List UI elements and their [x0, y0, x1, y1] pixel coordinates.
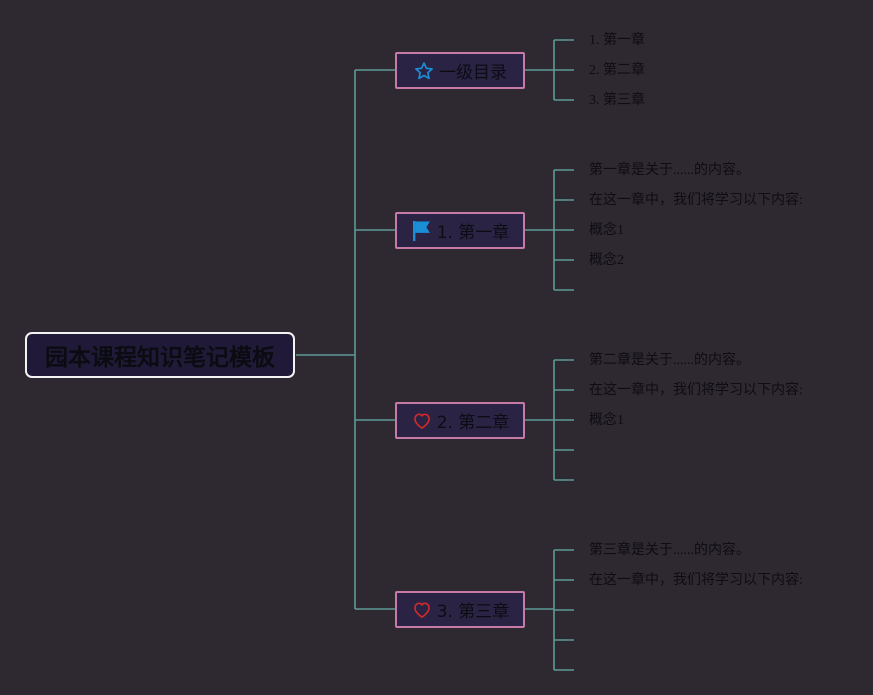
leaf-topic[interactable]: 3. 第三章: [589, 93, 645, 108]
leaf-topic[interactable]: 概念1: [589, 223, 624, 238]
heart-icon: [411, 599, 433, 621]
leaf-topic[interactable]: 第三章是关于......的内容。: [589, 543, 750, 558]
leaf-topic[interactable]: 概念1: [589, 413, 624, 428]
heart-icon: [411, 410, 433, 432]
leaf-topic[interactable]: 在这一章中，我们将学习以下内容:: [589, 573, 803, 588]
root-topic[interactable]: 园本课程知识笔记模板: [25, 332, 295, 378]
leaf-topic[interactable]: 第一章是关于......的内容。: [589, 163, 750, 178]
leaf-topic[interactable]: 概念2: [589, 253, 624, 268]
leaf-topic[interactable]: 第二章是关于......的内容。: [589, 353, 750, 368]
branch-topic-label: 2. 第二章: [436, 413, 510, 433]
leaf-topic[interactable]: 2. 第二章: [589, 63, 645, 78]
flag-icon: [411, 220, 433, 242]
leaf-topic[interactable]: 1. 第一章: [589, 33, 645, 48]
branch-topic-chapter-1[interactable]: 1. 第一章: [395, 212, 525, 249]
branch-topic-chapter-2[interactable]: 2. 第二章: [395, 402, 525, 439]
root-topic-label: 园本课程知识笔记模板: [45, 345, 275, 371]
branch-topic-chapter-3[interactable]: 3. 第三章: [395, 591, 525, 628]
star-icon: [413, 60, 435, 82]
leaf-topic[interactable]: 在这一章中，我们将学习以下内容:: [589, 193, 803, 208]
branch-topic-label: 3. 第三章: [436, 602, 510, 622]
branch-topic-label: 1. 第一章: [436, 223, 510, 243]
branch-topic-toc[interactable]: 一级目录: [395, 52, 525, 89]
leaf-topic[interactable]: 在这一章中，我们将学习以下内容:: [589, 383, 803, 398]
branch-topic-label: 一级目录: [439, 63, 507, 83]
